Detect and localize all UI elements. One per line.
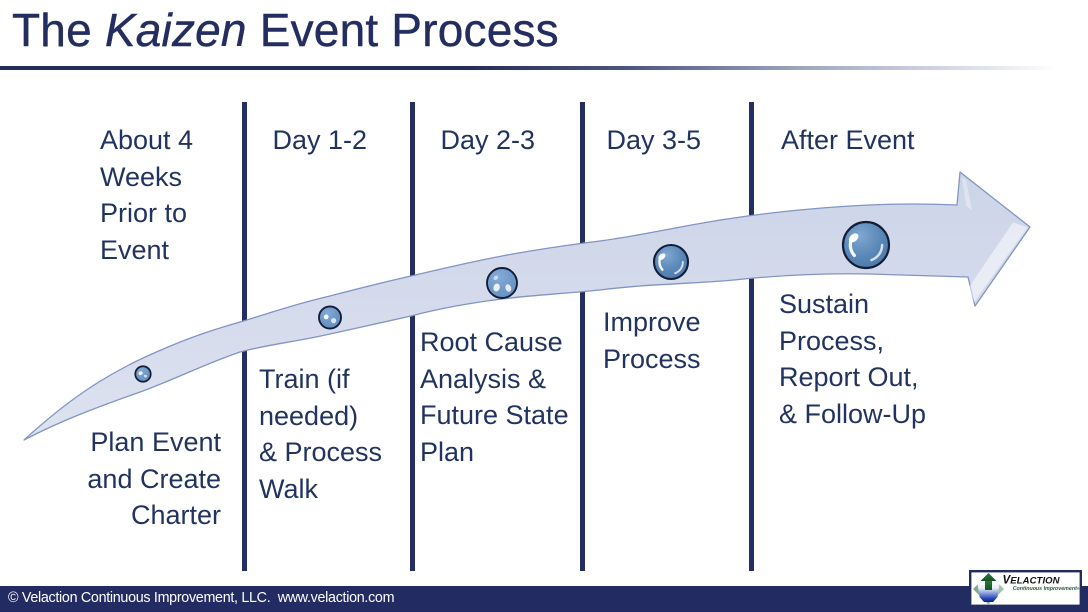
svg-text:Continuous Improvement®: Continuous Improvement® bbox=[1013, 586, 1080, 592]
svg-text:VELACTION: VELACTION bbox=[1003, 574, 1061, 586]
